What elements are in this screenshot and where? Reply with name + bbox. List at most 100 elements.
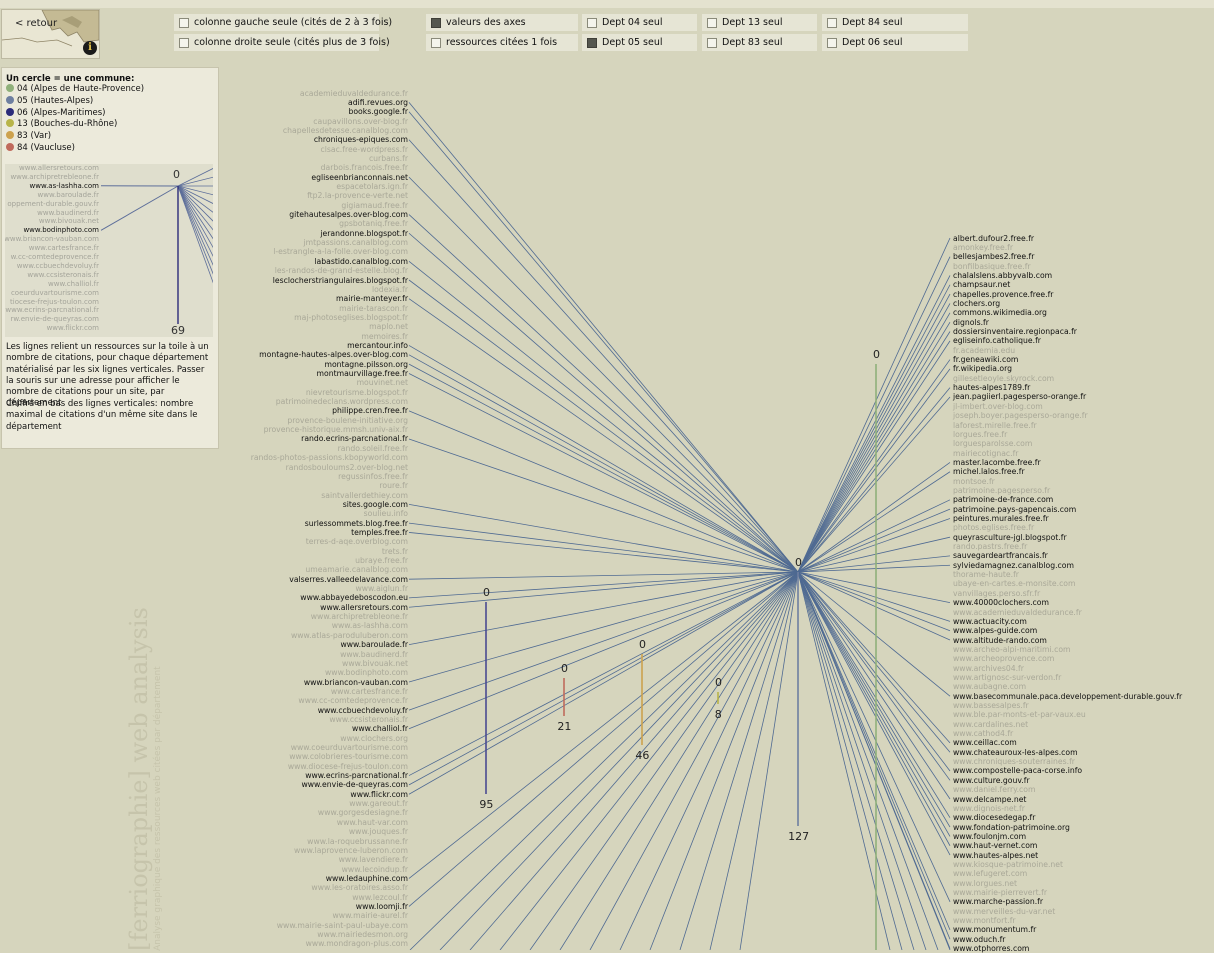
right-site-label[interactable]: www.delcampe.net xyxy=(953,795,1026,804)
left-site-label[interactable]: maj-photoseglises.blogspot.fr xyxy=(294,313,408,322)
left-site-label[interactable]: adifi.revues.org xyxy=(348,98,408,107)
left-site-label[interactable]: www.ccsisteronais.fr xyxy=(329,715,408,724)
left-site-label[interactable]: www.as-lashha.com xyxy=(332,621,408,630)
right-site-label[interactable]: bonfilbasique.free.fr xyxy=(953,262,1031,271)
left-site-label[interactable]: www.gorgesdesiagne.fr xyxy=(318,808,408,817)
right-site-label[interactable]: peintures.murales.free.fr xyxy=(953,514,1049,523)
right-site-label[interactable]: egliseinfo.catholique.fr xyxy=(953,336,1041,345)
left-site-label[interactable]: gpsbotaniq.free.fr xyxy=(339,219,408,228)
left-site-label[interactable]: www.abbayedeboscodon.eu xyxy=(300,593,408,602)
left-site-label[interactable]: www.diocese-frejus-toulon.com xyxy=(288,762,408,771)
left-site-label[interactable]: montagne.pilsson.org xyxy=(324,360,408,369)
right-site-label[interactable]: www.otphorres.com xyxy=(953,944,1029,953)
left-site-label[interactable]: www.cartesfrance.fr xyxy=(331,687,408,696)
left-site-label[interactable]: www.mondragon-plus.com xyxy=(306,939,408,948)
left-site-label[interactable]: patrimoinedeclans.wordpress.com xyxy=(276,397,408,406)
right-site-label[interactable]: fr.geneawiki.com xyxy=(953,355,1018,364)
right-site-label[interactable]: vanvillages.perso.sfr.fr xyxy=(953,589,1040,598)
right-site-label[interactable]: photos.eglises.free.fr xyxy=(953,523,1034,532)
left-site-label[interactable]: egliseenbrianconnais.net xyxy=(311,173,408,182)
left-site-label[interactable]: maplo.net xyxy=(369,322,408,331)
left-site-label[interactable]: www.baudinerd.fr xyxy=(340,650,408,659)
right-site-label[interactable]: www.40000clochers.com xyxy=(953,598,1049,607)
left-site-label[interactable]: academieduvaldedurance.fr xyxy=(300,89,408,98)
left-site-label[interactable]: www.lavendiere.fr xyxy=(339,855,408,864)
left-site-label[interactable]: www.aiglun.fr xyxy=(355,584,408,593)
left-site-label[interactable]: provence-boulene-initiative.org xyxy=(287,416,408,425)
left-site-label[interactable]: saintvallerdethiey.com xyxy=(321,491,408,500)
right-site-label[interactable]: master.lacombe.free.fr xyxy=(953,458,1041,467)
right-site-label[interactable]: www.chroniques-souterraines.fr xyxy=(953,757,1075,766)
right-site-label[interactable]: www.altitude-rando.com xyxy=(953,636,1047,645)
left-site-label[interactable]: lodexia.fr xyxy=(372,285,408,294)
left-site-label[interactable]: www.lezcoul.fr xyxy=(352,893,408,902)
right-site-label[interactable]: ubaye-en-cartes.e-monsite.com xyxy=(953,579,1076,588)
left-site-label[interactable]: gitehautesalpes.over-blog.com xyxy=(289,210,408,219)
right-site-label[interactable]: hautes-alpes1789.fr xyxy=(953,383,1030,392)
right-site-label[interactable]: fr.wikipedia.org xyxy=(953,364,1012,373)
left-site-label[interactable]: nievretourisme.blogspot.fr xyxy=(306,388,408,397)
right-site-label[interactable]: www.fondation-patrimoine.org xyxy=(953,823,1070,832)
right-site-label[interactable]: www.mairie-pierrevert.fr xyxy=(953,888,1047,897)
left-site-label[interactable]: www.bivouak.net xyxy=(342,659,408,668)
left-site-label[interactable]: labastido.canalblog.com xyxy=(314,257,408,266)
right-site-label[interactable]: www.academieduvaldedurance.fr xyxy=(953,608,1082,617)
left-site-label[interactable]: mairie-tarascon.fr xyxy=(339,304,408,313)
right-site-label[interactable]: www.hautes-alpes.net xyxy=(953,851,1038,860)
right-site-label[interactable]: www.montfort.fr xyxy=(953,916,1016,925)
right-site-label[interactable]: jl-imbert.over-blog.com xyxy=(953,402,1043,411)
left-site-label[interactable]: temples.free.fr xyxy=(351,528,408,537)
right-site-label[interactable]: fr.academia.edu xyxy=(953,346,1015,355)
left-site-label[interactable]: gigiamaud.free.fr xyxy=(341,201,408,210)
right-site-label[interactable]: thorame-haute.fr xyxy=(953,570,1019,579)
left-site-label[interactable]: terres-d-aqe.overblog.com xyxy=(306,537,408,546)
right-site-label[interactable]: www.marche-passion.fr xyxy=(953,897,1043,906)
right-site-label[interactable]: gillesetleoyle.skyrock.com xyxy=(953,374,1054,383)
left-site-label[interactable]: randosbouloums2.over-blog.net xyxy=(286,463,408,472)
left-site-label[interactable]: www.clochers.org xyxy=(340,734,408,743)
left-site-label[interactable]: www.atlas-paroduluberon.com xyxy=(291,631,408,640)
right-site-label[interactable]: www.monumentum.fr xyxy=(953,925,1036,934)
left-site-label[interactable]: www.ecrins-parcnational.fr xyxy=(305,771,408,780)
left-site-label[interactable]: www.flickr.com xyxy=(350,790,408,799)
left-site-label[interactable]: surlessommets.blog.free.fr xyxy=(305,519,408,528)
right-site-label[interactable]: mairiecotignac.fr xyxy=(953,449,1018,458)
right-site-label[interactable]: amonkey.free.fr xyxy=(953,243,1013,252)
left-site-label[interactable]: memoires.fr xyxy=(361,332,408,341)
left-site-label[interactable]: curbans.fr xyxy=(369,154,408,163)
left-site-label[interactable]: montmaurvillage.free.fr xyxy=(317,369,409,378)
left-site-label[interactable]: caupavillons.over-blog.fr xyxy=(313,117,408,126)
right-site-label[interactable]: www.daniel.ferry.com xyxy=(953,785,1035,794)
left-site-label[interactable]: www.briancon-vauban.com xyxy=(304,678,408,687)
left-site-label[interactable]: randos-photos-passions.kbopyworld.com xyxy=(251,453,408,462)
right-site-label[interactable]: laforest.mirelle.free.fr xyxy=(953,421,1037,430)
left-site-label[interactable]: www.les-oratoires.asso.fr xyxy=(311,883,408,892)
right-site-label[interactable]: clochers.org xyxy=(953,299,1000,308)
left-site-label[interactable]: clsac.free-wordpress.fr xyxy=(321,145,409,154)
left-site-label[interactable]: www.envie-de-queyras.com xyxy=(301,780,408,789)
left-site-label[interactable]: www.mairie-saint-paul-ubaye.com xyxy=(277,921,408,930)
left-site-label[interactable]: ubraye.free.fr xyxy=(355,556,408,565)
left-site-label[interactable]: regussinfos.free.fr xyxy=(338,472,408,481)
left-site-label[interactable]: ftp2.la-provence-verte.net xyxy=(307,191,408,200)
right-site-label[interactable]: albert.dufour2.free.fr xyxy=(953,234,1034,243)
right-site-label[interactable]: patrimoine.pays-gapencais.com xyxy=(953,505,1076,514)
right-site-label[interactable]: www.bassesalpes.fr xyxy=(953,701,1029,710)
right-site-label[interactable]: joseph.boyer.pagesperso-orange.fr xyxy=(953,411,1088,420)
left-site-label[interactable]: books.google.fr xyxy=(348,107,408,116)
left-site-label[interactable]: lesclocherstriangulaires.blogspot.fr xyxy=(273,276,408,285)
right-site-label[interactable]: www.oduch.fr xyxy=(953,935,1005,944)
right-site-label[interactable]: champsaur.net xyxy=(953,280,1010,289)
right-site-label[interactable]: www.aubagne.com xyxy=(953,682,1026,691)
right-site-label[interactable]: www.dignois-net.fr xyxy=(953,804,1025,813)
left-site-label[interactable]: mouvinet.net xyxy=(357,378,408,387)
left-site-label[interactable]: mercantour.info xyxy=(347,341,408,350)
left-site-label[interactable]: www.lecoindup.fr xyxy=(342,865,408,874)
right-site-label[interactable]: jean.pagiierl.pagesperso-orange.fr xyxy=(953,392,1086,401)
left-site-label[interactable]: www.la-roquebrussanne.fr xyxy=(307,837,408,846)
left-site-label[interactable]: www.gareout.fr xyxy=(349,799,408,808)
right-site-label[interactable]: chalalslens.abbyvalb.com xyxy=(953,271,1052,280)
right-site-label[interactable]: www.compostelle-paca-corse.info xyxy=(953,766,1082,775)
right-site-label[interactable]: lorguesparolsse.com xyxy=(953,439,1032,448)
left-site-label[interactable]: www.laprovence-luberon.com xyxy=(294,846,408,855)
